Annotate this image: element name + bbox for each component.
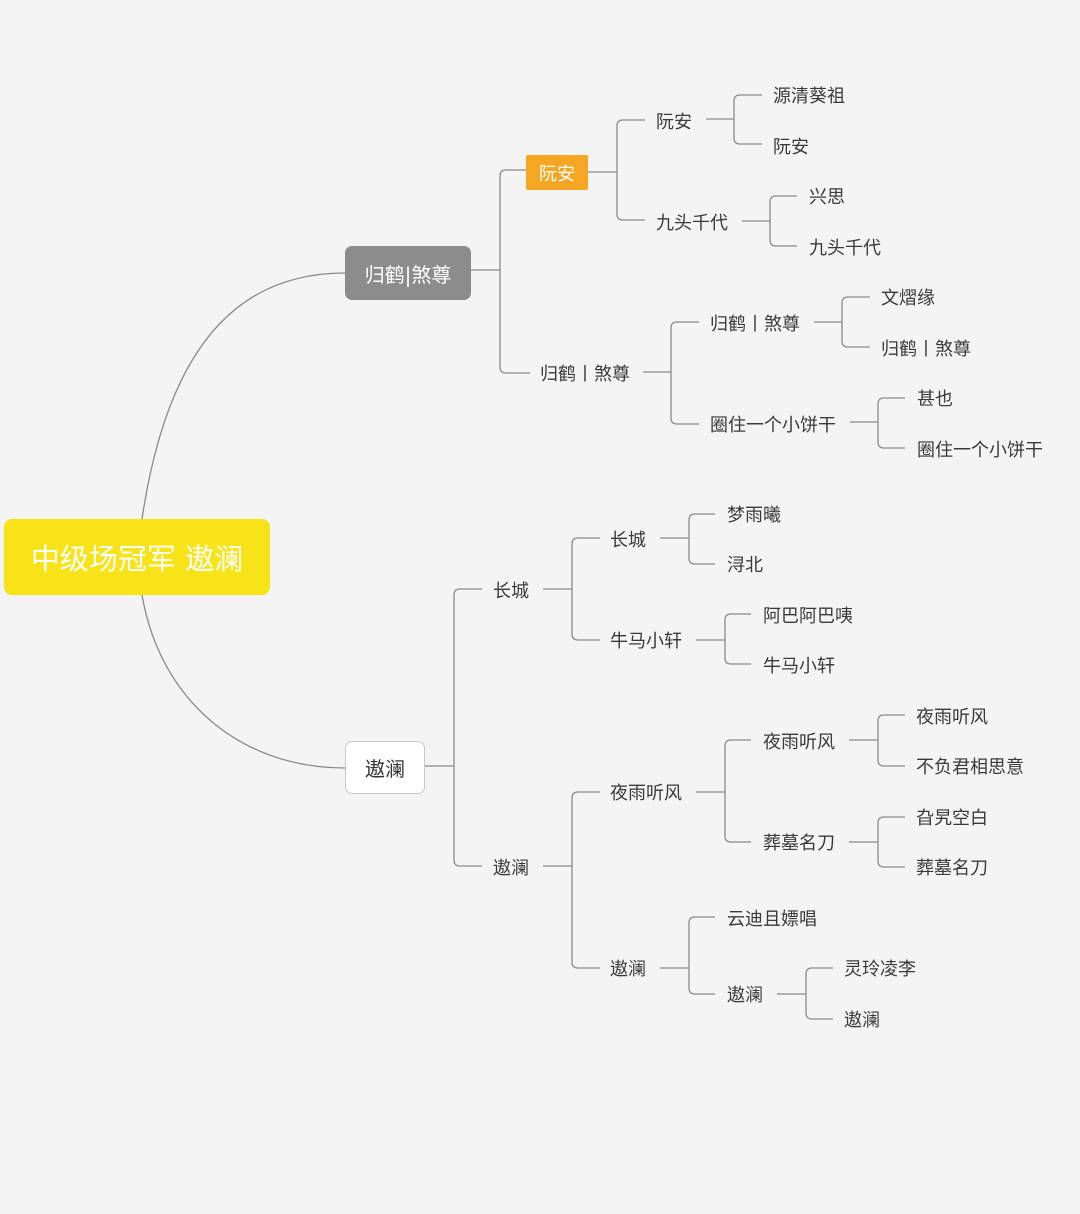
connector-line: [877, 759, 905, 767]
connector-line: [670, 321, 699, 329]
connector-line: [616, 213, 645, 221]
leaf-node[interactable]: 兴思: [809, 187, 845, 208]
connector-line: [499, 169, 526, 177]
leaf-node[interactable]: 甚也: [917, 389, 953, 410]
branch-node-bottom[interactable]: 遨澜: [345, 741, 425, 794]
connector-line: [670, 417, 699, 425]
connector-line: [141, 594, 346, 769]
connector-line: [453, 588, 482, 596]
node-l3[interactable]: 夜雨听风: [610, 783, 682, 804]
node-l2-bottom-2[interactable]: 遨澜: [493, 858, 529, 879]
leaf-node[interactable]: 灵玲凌李: [844, 959, 916, 980]
connector-line: [688, 987, 715, 995]
connector-line: [571, 791, 600, 799]
connector-line: [688, 916, 715, 924]
node-l3[interactable]: 牛马小轩: [610, 631, 682, 652]
connector-line: [724, 613, 751, 621]
connector-line: [733, 94, 762, 102]
leaf-node[interactable]: 云迪且嫖唱: [727, 909, 817, 930]
node-l3[interactable]: 阮安: [656, 112, 692, 133]
root-node[interactable]: 中级场冠军 遨澜: [4, 519, 270, 595]
connector-line: [805, 967, 833, 975]
node-l4[interactable]: 夜雨听风: [763, 732, 835, 753]
selected-node[interactable]: 阮安: [526, 155, 588, 190]
node-l4[interactable]: 葬墓名刀: [763, 833, 835, 854]
connector-line: [841, 296, 870, 304]
leaf-node[interactable]: 葬墓名刀: [916, 858, 988, 879]
connector-line: [877, 397, 905, 405]
connector-line: [877, 860, 905, 868]
node-l3[interactable]: 归鹤丨煞尊: [710, 314, 800, 335]
node-l3[interactable]: 长城: [610, 530, 646, 551]
leaf-node[interactable]: 圈住一个小饼干: [917, 440, 1043, 461]
connector-line: [688, 513, 715, 521]
connector-line: [499, 366, 530, 374]
node-l2-top-2[interactable]: 归鹤丨煞尊: [540, 364, 630, 385]
branch-node-top[interactable]: 归鹤|煞尊: [345, 246, 471, 300]
leaf-node[interactable]: 不负君相思意: [916, 757, 1024, 778]
connector-line: [841, 340, 870, 348]
connector-line: [769, 239, 797, 247]
leaf-node[interactable]: 阿巴阿巴咦: [763, 606, 853, 627]
connector-line: [733, 137, 762, 145]
leaf-node[interactable]: 文熠缘: [881, 288, 935, 309]
leaf-node[interactable]: 牛马小轩: [763, 656, 835, 677]
leaf-node[interactable]: 旮旯空白: [916, 808, 988, 829]
node-l3[interactable]: 圈住一个小饼干: [710, 415, 836, 436]
connector-line: [769, 195, 797, 203]
node-l3[interactable]: 九头千代: [656, 213, 728, 234]
leaf-node[interactable]: 梦雨曦: [727, 505, 781, 526]
connector-line: [141, 272, 346, 520]
connector-line: [724, 835, 751, 843]
connector-line: [877, 441, 905, 449]
leaf-node[interactable]: 阮安: [773, 137, 809, 158]
leaf-node[interactable]: 九头千代: [809, 238, 881, 259]
leaf-node[interactable]: 源清葵祖: [773, 86, 845, 107]
connector-line: [571, 633, 600, 641]
connector-line: [571, 537, 600, 545]
leaf-node[interactable]: 夜雨听风: [916, 707, 988, 728]
leaf-node[interactable]: 遨澜: [844, 1010, 880, 1031]
connector-line: [724, 657, 751, 665]
connector-line: [805, 1012, 833, 1020]
node-l4[interactable]: 遨澜: [727, 985, 763, 1006]
connector-line: [616, 119, 645, 127]
connector-line: [688, 557, 715, 565]
connector-line: [571, 961, 600, 969]
connector-line: [453, 859, 482, 867]
node-l2-bottom-1[interactable]: 长城: [493, 581, 529, 602]
connector-line: [724, 739, 751, 747]
connector-line: [877, 816, 905, 824]
connector-line: [877, 714, 905, 722]
leaf-node[interactable]: 浔北: [727, 555, 763, 576]
node-l3[interactable]: 遨澜: [610, 959, 646, 980]
leaf-node[interactable]: 归鹤丨煞尊: [881, 339, 971, 360]
